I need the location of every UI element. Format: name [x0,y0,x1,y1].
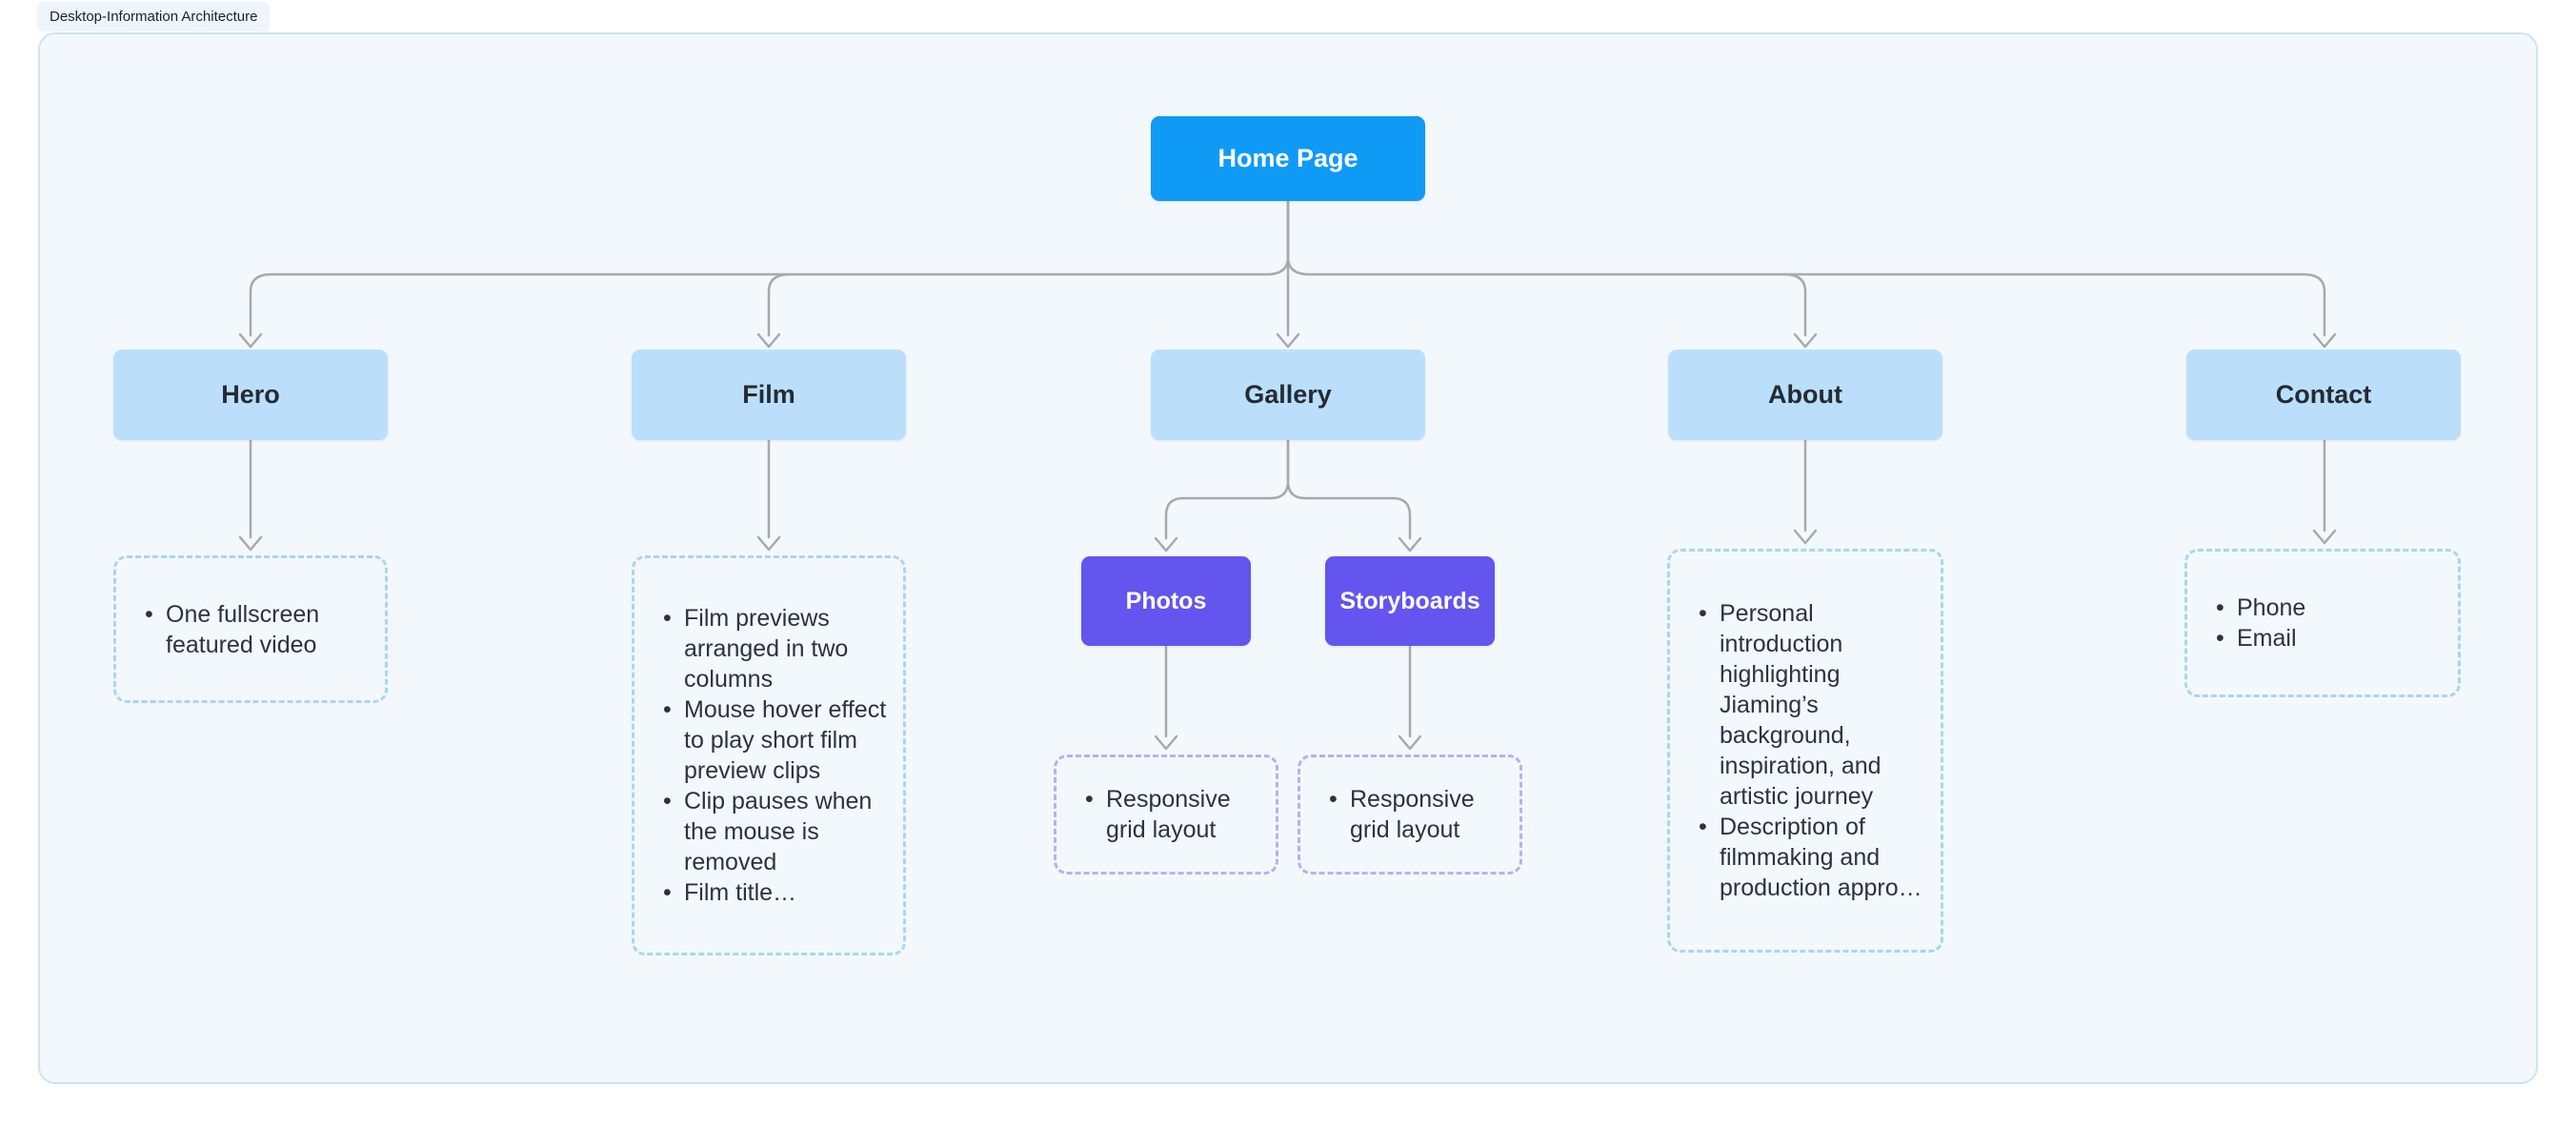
notes-photos[interactable]: Responsive grid layout [1054,754,1278,875]
note-item: Film previews arranged in two columns [663,603,890,694]
node-film[interactable]: Film [632,350,906,440]
node-gallery-label: Gallery [1244,380,1332,409]
note-item: Responsive grid layout [1329,784,1506,845]
node-gallery[interactable]: Gallery [1151,350,1425,440]
note-item: Personal introduction highlighting Jiami… [1699,598,1927,812]
note-item: Mouse hover effect to play short film pr… [663,694,890,786]
notes-about-list: Personal introduction highlighting Jiami… [1670,598,1941,903]
notes-hero[interactable]: One fullscreen featured video [113,555,388,703]
notes-film-list: Film previews arranged in two columnsMou… [634,603,903,908]
diagram-title: Desktop-Information Architecture [37,2,271,31]
node-contact-label: Contact [2275,380,2372,409]
notes-film[interactable]: Film previews arranged in two columnsMou… [632,555,906,955]
notes-contact[interactable]: PhoneEmail [2184,549,2461,697]
node-hero[interactable]: Hero [113,350,388,440]
note-item: Clip pauses when the mouse is removed [663,786,890,877]
node-contact[interactable]: Contact [2186,350,2461,440]
node-storyboards[interactable]: Storyboards [1325,556,1495,646]
note-item: Responsive grid layout [1085,784,1262,845]
note-item: Description of filmmaking and production… [1699,812,1927,903]
note-item: Email [2216,623,2445,653]
node-home-page[interactable]: Home Page [1151,116,1425,201]
node-film-label: Film [742,380,795,409]
notes-storyboards[interactable]: Responsive grid layout [1298,754,1522,875]
notes-about[interactable]: Personal introduction highlighting Jiami… [1667,549,1943,953]
node-photos-label: Photos [1125,587,1207,614]
note-item: Phone [2216,593,2445,623]
notes-photos-list: Responsive grid layout [1057,784,1276,845]
node-photos[interactable]: Photos [1081,556,1251,646]
node-about-label: About [1768,380,1842,409]
node-home-page-label: Home Page [1218,144,1358,172]
node-hero-label: Hero [221,380,280,409]
notes-storyboards-list: Responsive grid layout [1300,784,1519,845]
note-item: Film title… [663,877,890,908]
notes-contact-list: PhoneEmail [2187,593,2458,653]
node-storyboards-label: Storyboards [1339,587,1480,614]
note-item: One fullscreen featured video [145,599,372,660]
notes-hero-list: One fullscreen featured video [116,599,385,660]
node-about[interactable]: About [1668,350,1942,440]
